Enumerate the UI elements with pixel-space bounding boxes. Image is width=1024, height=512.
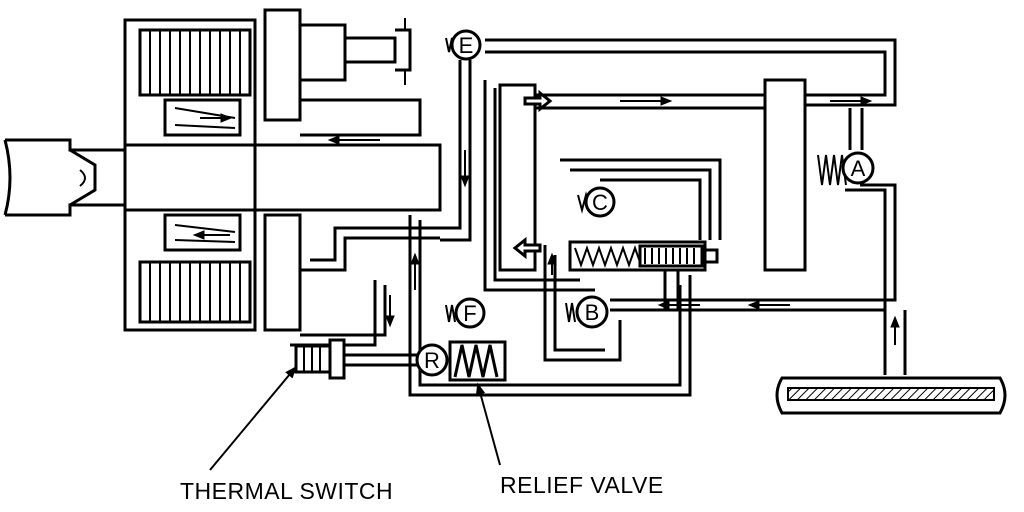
relief-valve-callout: RELIEF VALVE: [500, 472, 664, 498]
valve-b: B: [575, 295, 609, 329]
relief-spring: [448, 340, 507, 382]
drive-shaft: [3, 138, 442, 217]
valve-f-label: F: [463, 301, 476, 326]
valve-e: E: [450, 29, 482, 61]
pump-fins-top: [149, 30, 241, 95]
top-actuator: [300, 18, 422, 137]
valve-r-label: R: [424, 348, 440, 373]
spring-spool: [568, 240, 719, 272]
thermal-switch-leader: [209, 366, 297, 471]
spring-b: [565, 302, 576, 323]
valve-body-right: [763, 78, 807, 272]
valve-a: A: [841, 151, 875, 185]
valve-c: C: [584, 186, 616, 218]
spring-f: [445, 304, 456, 323]
valve-e-label: E: [459, 33, 474, 58]
thermal-switch-callout: THERMAL SWITCH: [180, 478, 394, 504]
pump-fins-bottom: [149, 262, 241, 322]
valve-r: R: [415, 343, 449, 377]
reservoir: [775, 376, 1007, 415]
relief-valve-leader: [475, 382, 501, 466]
valve-a-label: A: [851, 156, 866, 181]
valve-f: F: [454, 297, 486, 329]
spring-a: [817, 154, 847, 186]
valve-c-label: C: [592, 190, 608, 215]
valve-b-label: B: [585, 300, 600, 325]
pump-housing: [123, 8, 302, 332]
flow-arrows: [192, 89, 900, 345]
valve-body-left: [498, 83, 537, 272]
thermal-switch: [294, 338, 346, 380]
oil-passages: [290, 38, 907, 397]
